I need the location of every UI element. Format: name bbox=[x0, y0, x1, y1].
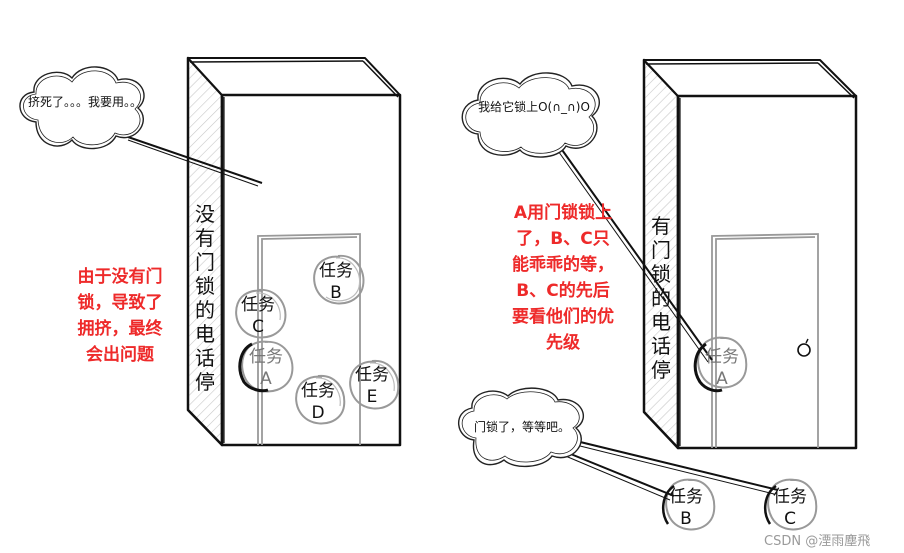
left-task-d: 任务 D bbox=[301, 381, 335, 423]
left-explanation: 由于没有门锁，导致了拥挤，最终会出问题 bbox=[77, 267, 163, 365]
left-task-c: 任务 C bbox=[241, 295, 275, 337]
left-cloud-text: 挤死了。。。我要用。。 bbox=[27, 95, 142, 109]
door-lock-icon bbox=[797, 338, 811, 357]
left-task-b: 任务 B bbox=[319, 261, 353, 303]
right-top-cloud bbox=[461, 72, 600, 158]
right-task-a: 任务 A bbox=[705, 347, 739, 389]
right-task-c: 任务 C bbox=[773, 487, 807, 529]
left-door bbox=[257, 233, 361, 445]
bottom-cloud-pointers bbox=[555, 439, 779, 501]
left-task-a: 任务 A bbox=[249, 347, 283, 389]
right-bottom-cloud bbox=[457, 387, 585, 467]
right-booth bbox=[642, 58, 858, 450]
left-task-circles bbox=[235, 254, 400, 425]
left-cloud bbox=[19, 66, 145, 150]
left-booth bbox=[186, 56, 402, 447]
watermark: CSDN @湮雨塵飛 bbox=[764, 534, 871, 549]
right-explanation: A用门锁锁上了，B、C只能乖乖的等，B、C的先后要看他们的优先级 bbox=[512, 203, 614, 353]
right-top-cloud-text: 我给它锁上O(∩_∩)O bbox=[478, 100, 590, 114]
right-booth-label: 有门锁的电话停 bbox=[651, 214, 671, 382]
right-bottom-cloud-text: 门锁了，等等吧。 bbox=[473, 420, 570, 434]
left-booth-label: 没有门锁的电话停 bbox=[195, 202, 215, 394]
left-task-e: 任务 E bbox=[355, 365, 389, 407]
right-task-b: 任务 B bbox=[669, 487, 703, 529]
right-top-cloud-pointer bbox=[559, 146, 713, 361]
right-door bbox=[711, 233, 819, 448]
left-cloud-pointer bbox=[127, 136, 263, 184]
